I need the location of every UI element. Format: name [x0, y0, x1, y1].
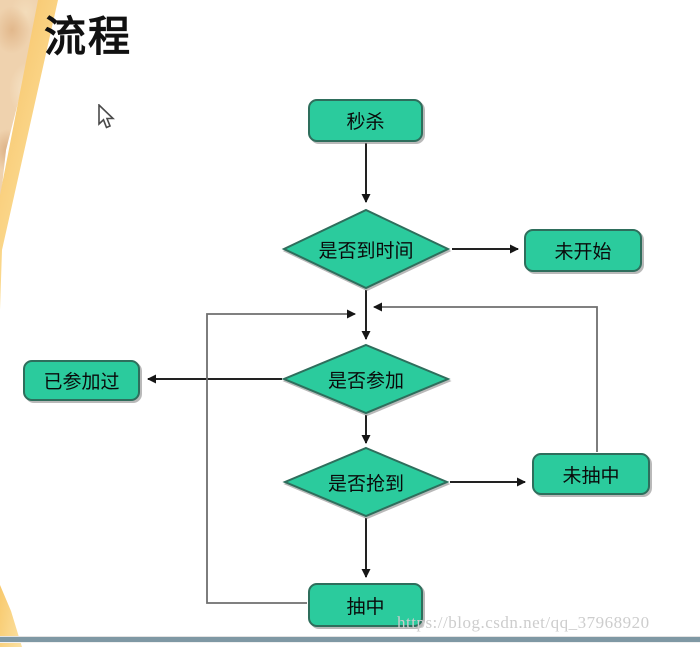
arrow-cursor-icon [98, 104, 115, 129]
csdn-watermark: https://blog.csdn.net/qq_37968920 [397, 613, 650, 632]
diamond-check-grab [282, 446, 450, 518]
node-not-drawn: 未抽中 [532, 453, 650, 495]
page-title: 流程 [44, 13, 133, 60]
diamond-check-join [281, 343, 451, 415]
node-participated: 已参加过 [23, 360, 140, 401]
node-start: 秒杀 [308, 99, 423, 142]
slide-bottom-rule [0, 636, 700, 643]
node-drawn: 抽中 [308, 583, 423, 627]
diamond-check-time [281, 208, 451, 290]
node-not-started: 未开始 [524, 229, 642, 272]
edge-drawn-feedback [206, 309, 356, 604]
edge-not-drawn-feedback [373, 302, 598, 452]
